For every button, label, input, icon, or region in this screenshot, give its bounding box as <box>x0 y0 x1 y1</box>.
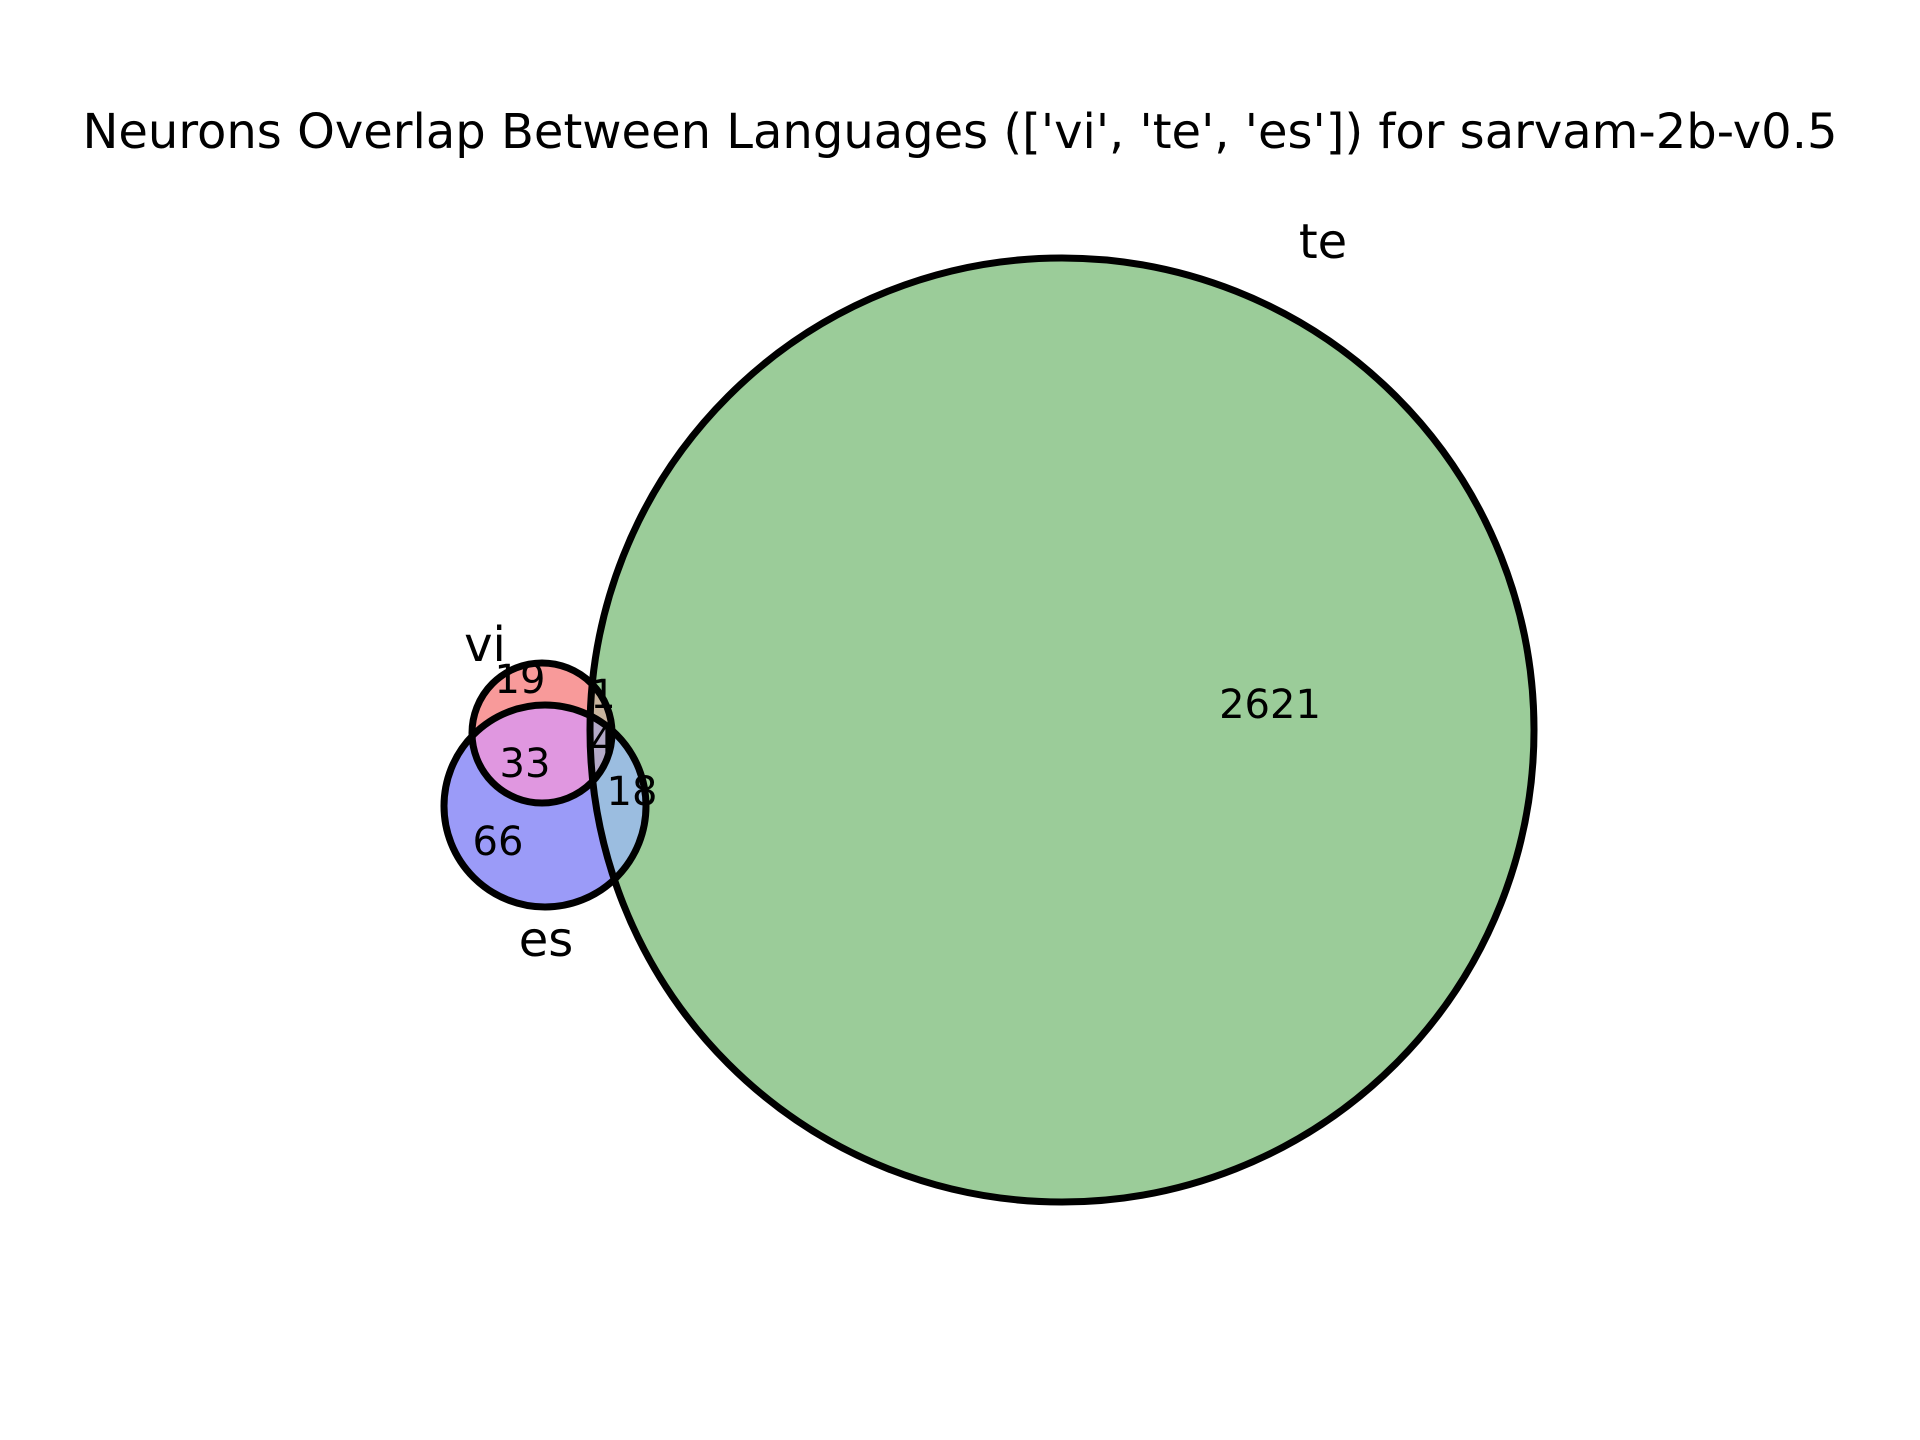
vi-circle-outline <box>468 659 616 807</box>
count-vi-te: 1 <box>590 672 615 718</box>
count-es-only: 66 <box>473 819 524 865</box>
count-te-es: 18 <box>607 769 658 815</box>
te-circle-outline <box>586 254 1538 1206</box>
te-region-fill <box>590 258 1534 1202</box>
count-vi-es: 33 <box>500 741 551 787</box>
set-label-vi: vi <box>464 617 506 673</box>
count-vi-only: 19 <box>495 657 546 703</box>
set-label-es: es <box>519 912 574 968</box>
es-circle-outline <box>440 701 650 911</box>
chart-title: Neurons Overlap Between Languages (['vi'… <box>82 104 1837 160</box>
count-te-only: 2621 <box>1219 682 1321 728</box>
count-vi-te-es: 4 <box>590 719 615 765</box>
set-label-te: te <box>1299 214 1347 270</box>
